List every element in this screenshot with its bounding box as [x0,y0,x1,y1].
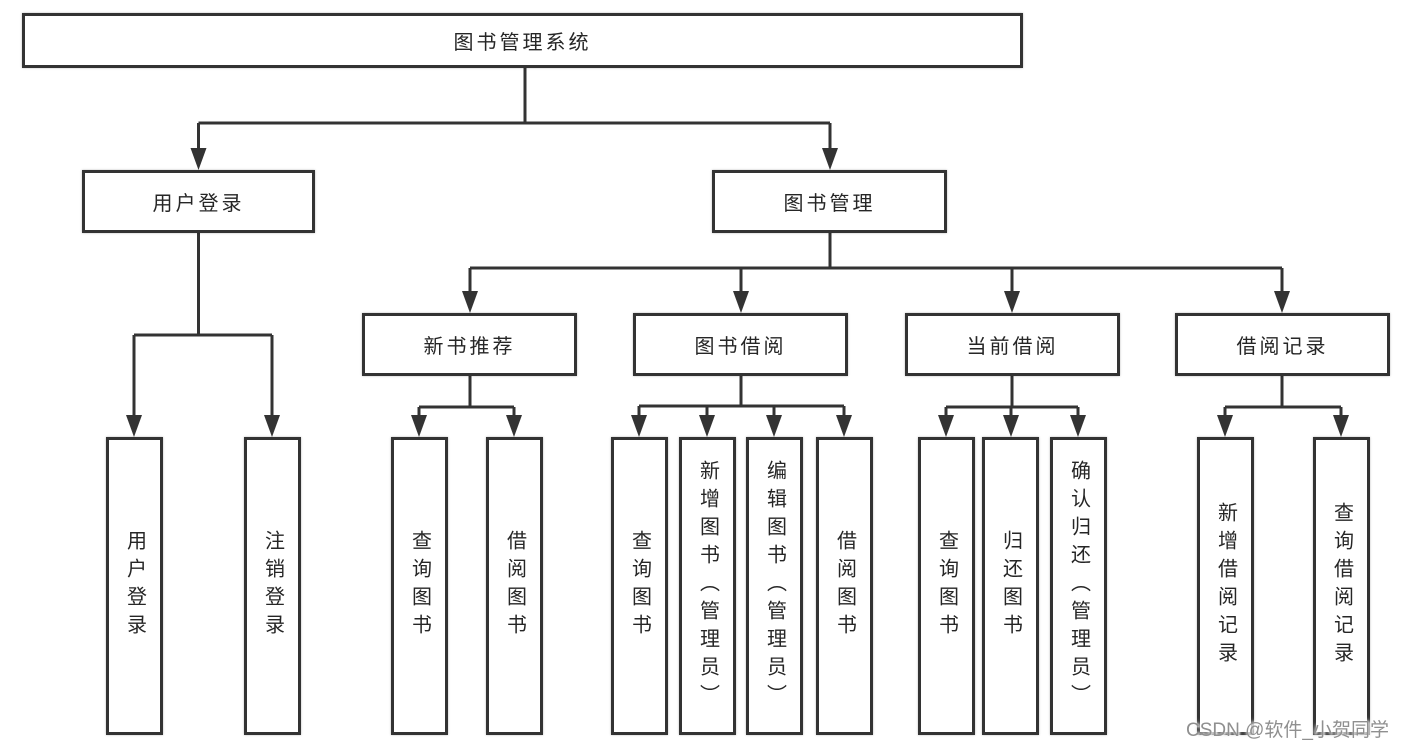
leaf-query-books-2-label: 查询图书 [628,530,651,642]
leaf-add-borrow-record-label: 新增借阅记录 [1214,502,1237,670]
leaf-query-borrow-record: 查询借阅记录 [1313,437,1370,735]
node-user-login-label: 用户登录 [152,193,245,215]
leaf-confirm-return-admin-label: 确认归还（管理员） [1067,460,1090,712]
node-borrow-records: 借阅记录 [1175,313,1390,376]
leaf-user-login: 用户登录 [106,437,163,735]
leaf-query-borrow-record-label: 查询借阅记录 [1330,502,1353,670]
node-book-management-label: 图书管理 [783,193,876,215]
leaf-borrow-books-1-label: 借阅图书 [503,530,526,642]
node-current-borrow-label: 当前借阅 [966,336,1059,358]
leaf-add-book-admin: 新增图书（管理员） [679,437,736,735]
csdn-watermark: CSDN @软件_小贺同学 [1186,720,1389,741]
node-user-login: 用户登录 [82,170,315,233]
node-new-book-recommend: 新书推荐 [362,313,577,376]
leaf-logout-label: 注销登录 [261,530,284,642]
leaf-query-books-3-label: 查询图书 [935,530,958,642]
leaf-add-borrow-record: 新增借阅记录 [1197,437,1254,735]
leaf-logout: 注销登录 [244,437,301,735]
arrowhead-icons [126,148,1349,437]
leaf-add-book-admin-label: 新增图书（管理员） [696,460,719,712]
leaf-query-books-3: 查询图书 [918,437,975,735]
node-borrow-records-label: 借阅记录 [1236,336,1329,358]
leaf-confirm-return-admin: 确认归还（管理员） [1050,437,1107,735]
leaf-borrow-books-2: 借阅图书 [816,437,873,735]
leaf-query-books-1: 查询图书 [391,437,448,735]
node-root-label: 图书管理系统 [453,32,592,54]
leaf-query-books-2: 查询图书 [611,437,668,735]
leaf-borrow-books-1: 借阅图书 [486,437,543,735]
leaf-edit-book-admin: 编辑图书（管理员） [746,437,803,735]
node-book-borrow-label: 图书借阅 [694,336,787,358]
leaf-query-books-1-label: 查询图书 [408,530,431,642]
node-book-management: 图书管理 [712,170,947,233]
leaf-edit-book-admin-label: 编辑图书（管理员） [763,460,786,712]
leaf-borrow-books-2-label: 借阅图书 [833,530,856,642]
node-new-book-recommend-label: 新书推荐 [423,336,516,358]
leaf-user-login-label: 用户登录 [123,530,146,642]
node-book-borrow: 图书借阅 [633,313,848,376]
leaf-return-book: 归还图书 [982,437,1039,735]
node-root: 图书管理系统 [22,13,1023,68]
node-current-borrow: 当前借阅 [905,313,1120,376]
leaf-return-book-label: 归还图书 [999,530,1022,642]
